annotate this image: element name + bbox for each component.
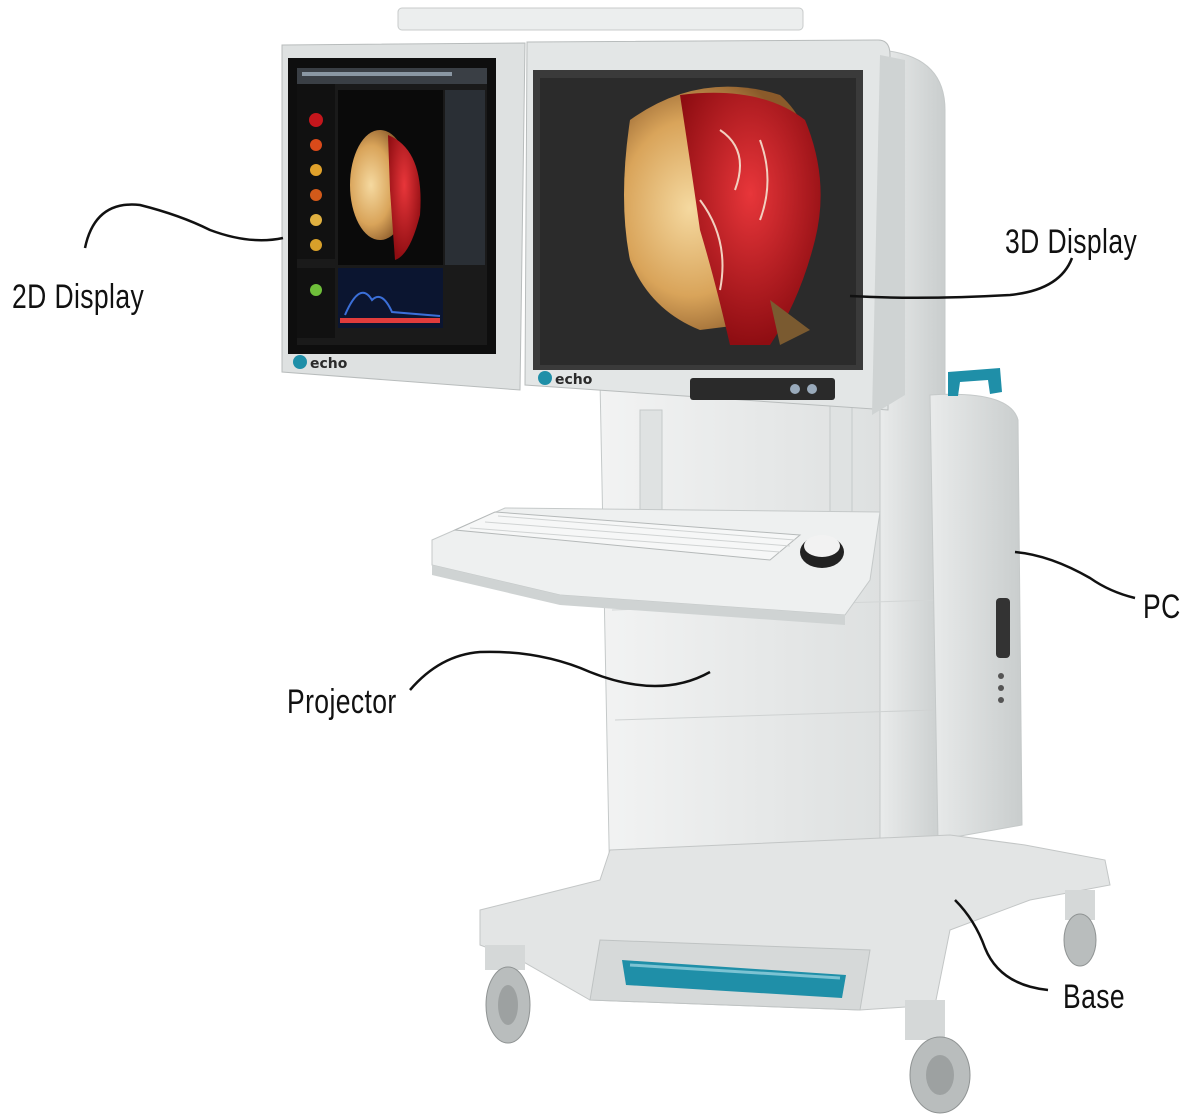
label-projector: Projector [287, 683, 397, 722]
wheel-front-right [905, 1000, 970, 1113]
label-pc: PC [1143, 588, 1181, 627]
monitor-2d: echo [282, 43, 525, 390]
svg-text:echo: echo [555, 372, 593, 388]
monitor-3d: echo [525, 40, 905, 415]
wheel-back-right [1064, 890, 1096, 966]
base-unit [480, 835, 1110, 1113]
leader-2d-display [85, 205, 283, 248]
pc-unit [930, 368, 1022, 840]
leader-pc [1015, 552, 1135, 598]
label-2d-display: 2D Display [12, 278, 144, 317]
svg-text:echo: echo [310, 356, 348, 372]
top-rail [398, 8, 803, 30]
label-base: Base [1063, 978, 1125, 1017]
wheel-front-left [485, 945, 530, 1043]
label-3d-display: 3D Display [1005, 223, 1137, 262]
